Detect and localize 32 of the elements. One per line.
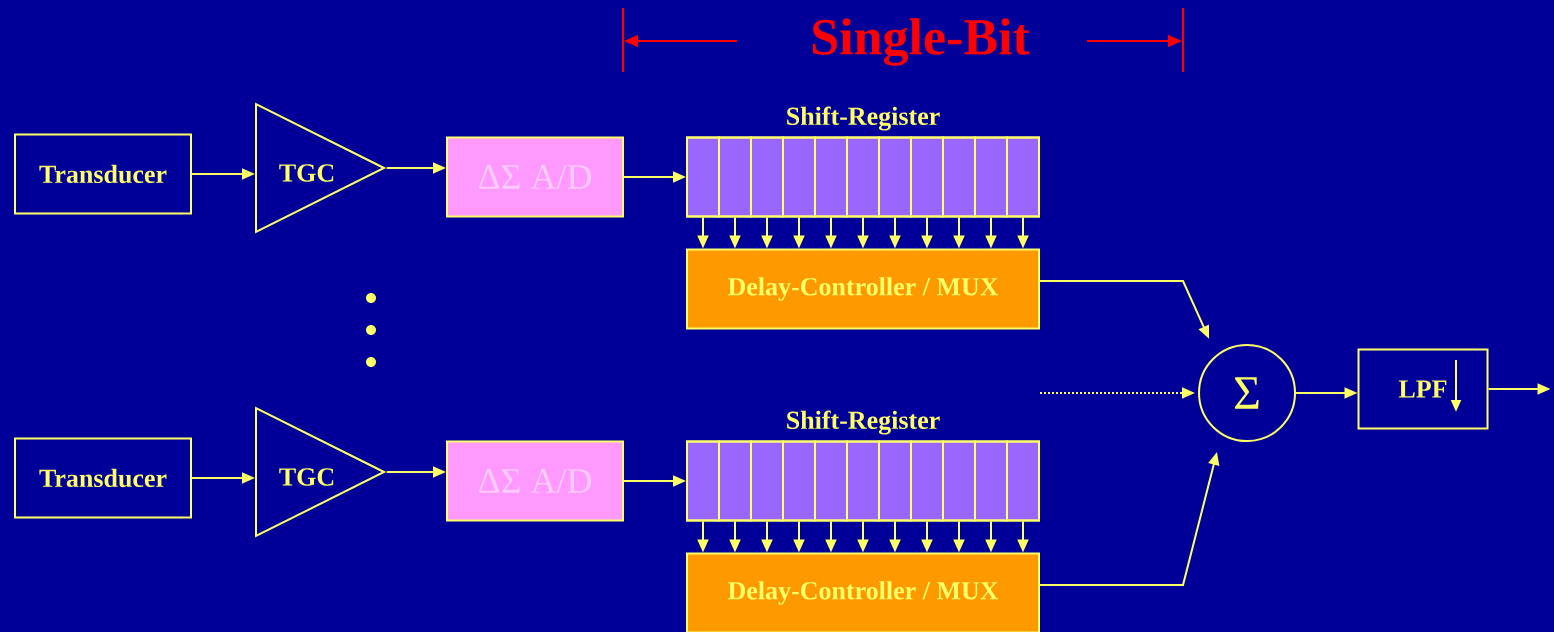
register-cell	[846, 440, 880, 522]
register-cell	[718, 136, 752, 218]
register-cell	[974, 440, 1008, 522]
register-cell	[974, 136, 1008, 218]
register-cell	[686, 440, 720, 522]
shift-register: Shift-Register	[686, 410, 1040, 522]
transducer-box: Transducer	[14, 437, 192, 519]
register-cell	[942, 440, 976, 522]
transducer-box: Transducer	[14, 133, 192, 215]
register-cell	[782, 440, 816, 522]
register-cell	[1006, 440, 1040, 522]
register-cell	[878, 136, 912, 218]
register-cell	[686, 136, 720, 218]
shift-register: Shift-Register	[686, 106, 1040, 218]
mux-box: Delay-Controller / MUX	[686, 552, 1040, 632]
node-label: Shift-Register	[787, 106, 940, 131]
mux-box: Delay-Controller / MUX	[686, 248, 1040, 330]
register-cell	[814, 440, 848, 522]
register-cell	[750, 440, 784, 522]
register-cell	[910, 136, 944, 218]
filter-box: LPF	[1357, 348, 1489, 430]
register-cell	[1006, 136, 1040, 218]
title: Single-Bit	[813, 18, 1030, 66]
register-cell	[750, 136, 784, 218]
register-cell	[782, 136, 816, 218]
register-cell	[878, 440, 912, 522]
register-cell	[814, 136, 848, 218]
register-cell	[846, 136, 880, 218]
register-cell	[718, 440, 752, 522]
node-label: Shift-Register	[787, 410, 940, 435]
register-cell	[942, 136, 976, 218]
register-cell	[910, 440, 944, 522]
